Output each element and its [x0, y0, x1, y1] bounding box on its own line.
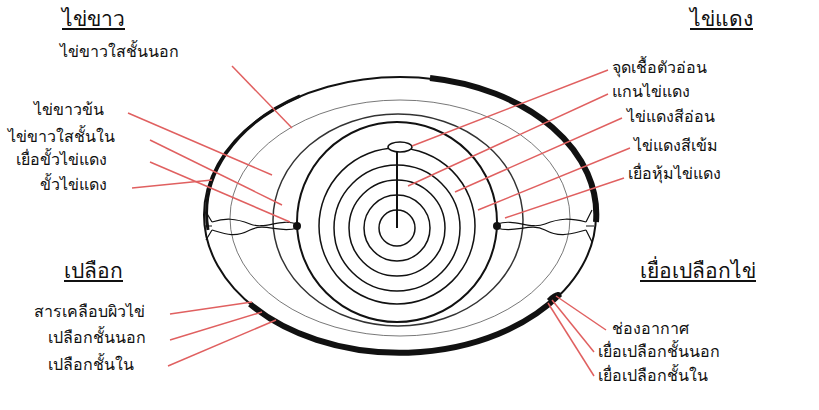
leader-lines: [128, 66, 630, 376]
part-label: ไข่แดงสีเข้ม: [634, 136, 718, 156]
chalaza-knot: [293, 222, 301, 230]
part-label: ขั้วไข่แดง: [40, 175, 107, 195]
part-label: เยื่อหุ้มไข่แดง: [628, 164, 721, 184]
part-label: ไข่ขาวข้น: [34, 100, 104, 120]
part-label: เยื่อเปลือกชั้นนอก: [598, 342, 720, 362]
latebra: [396, 152, 398, 228]
yolk-membrane: [297, 122, 497, 322]
part-label: จุดเชื้อตัวอ่อน: [612, 58, 707, 78]
part-label: ไข่แดงสีอ่อน: [627, 107, 715, 127]
part-label: ไข่ขาวใสชั้นใน: [8, 127, 115, 147]
heading: ไข่ขาว: [62, 6, 125, 32]
part-label: ไข่ขาวใสชั้นนอก: [60, 42, 179, 62]
heading: เปลือก: [64, 258, 123, 284]
shell-thick: [250, 294, 560, 353]
albumen-layer: [273, 114, 523, 326]
heading: ไข่แดง: [690, 6, 753, 32]
chalaza-knot: [493, 222, 501, 230]
shell-thick: [430, 78, 596, 222]
yolk-rings: [319, 148, 475, 304]
part-label: เยื่อขั้วไข่แดง: [16, 150, 107, 170]
heading: เยื่อเปลือกไข่: [640, 258, 756, 284]
germinal-disc: [388, 142, 412, 152]
shell-thick: [207, 96, 300, 230]
part-label: เยื่อเปลือกชั้นใน: [598, 366, 708, 386]
part-label: สารเคลือบผิวไข่: [34, 302, 145, 322]
chalaza: [205, 210, 594, 242]
part-label: ช่องอากาศ: [612, 319, 689, 339]
part-label: เปลือกชั้นนอก: [48, 328, 146, 348]
part-label: เปลือกชั้นใน: [48, 355, 134, 375]
part-label: แกนไข่แดง: [612, 82, 690, 102]
shell-outline: [204, 77, 596, 353]
